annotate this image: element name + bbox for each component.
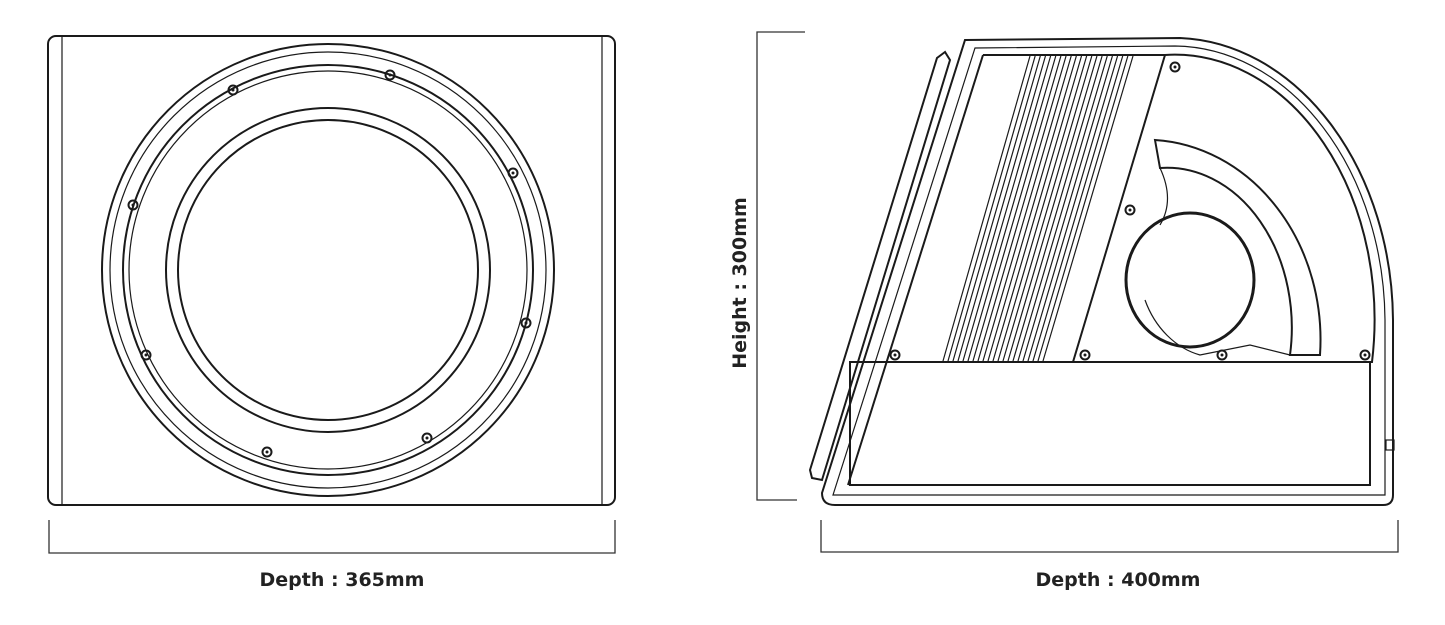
- side-depth-dimension-line: [820, 520, 1399, 553]
- speaker-cone: [177, 119, 479, 421]
- screw-center: [425, 436, 429, 440]
- heatsink-fin: [1007, 55, 1098, 362]
- height-label: Height : 300mm: [729, 197, 751, 369]
- screw-group: [889, 61, 1371, 361]
- side-view: [808, 36, 1395, 506]
- screw-center: [388, 73, 392, 77]
- screw-center: [893, 353, 897, 357]
- divider-line: [1072, 54, 1166, 363]
- screw-center: [131, 203, 135, 207]
- heatsink-fin: [1032, 55, 1124, 362]
- screw-icon: [384, 69, 396, 81]
- screw-center: [511, 171, 515, 175]
- heatsink-fin: [982, 55, 1072, 362]
- heatsink-fin: [962, 55, 1052, 362]
- heatsink-fin: [997, 55, 1088, 362]
- heatsink-fin: [967, 55, 1057, 362]
- screw-icon: [1124, 204, 1136, 216]
- heatsink-fin: [957, 55, 1047, 362]
- heatsink-fin: [942, 55, 1031, 362]
- screw-icon: [507, 167, 519, 179]
- screw-center: [265, 450, 269, 454]
- side-depth-label: Depth : 400mm: [1035, 569, 1201, 591]
- speaker-gasket-inner: [128, 70, 528, 470]
- height-dimension-line: [756, 31, 805, 501]
- front-depth-label: Depth : 365mm: [259, 569, 425, 591]
- screw-icon: [1359, 349, 1371, 361]
- terminal-tab: [1385, 439, 1395, 451]
- front-view: [47, 35, 616, 506]
- speaker-outer-ring: [101, 43, 555, 497]
- heatsink-fin: [1027, 55, 1119, 362]
- heatsink-fin: [977, 55, 1067, 362]
- heatsink-fin: [1012, 55, 1103, 362]
- screw-center: [1128, 208, 1132, 212]
- screw-icon: [1079, 349, 1091, 361]
- screw-icon: [140, 349, 152, 361]
- front-depth-dimension-line: [48, 520, 616, 554]
- port-opening: [1124, 211, 1256, 349]
- speaker-surround: [165, 107, 491, 433]
- upper-panel: [885, 53, 1376, 363]
- screw-center: [1173, 65, 1177, 69]
- screw-icon: [1169, 61, 1181, 73]
- front-box-outline: [47, 35, 616, 506]
- screw-icon: [1216, 349, 1228, 361]
- front-grille-edge: [808, 50, 952, 482]
- side-box-outline: [820, 36, 1394, 506]
- heatsink-fin: [1002, 55, 1093, 362]
- heatsink-fin: [972, 55, 1062, 362]
- heatsink-fin: [952, 55, 1041, 362]
- heatsink-fin: [947, 55, 1036, 362]
- heatsink-fin: [1042, 55, 1134, 362]
- heatsink-fin: [1022, 55, 1113, 362]
- screw-icon: [227, 84, 239, 96]
- screw-center: [524, 321, 528, 325]
- screw-icon: [889, 349, 901, 361]
- speaker-bezel: [109, 51, 547, 489]
- screw-icon: [261, 446, 273, 458]
- screw-center: [1363, 353, 1367, 357]
- heatsink-fin: [987, 55, 1077, 362]
- speaker-gasket: [122, 64, 534, 476]
- screw-center: [231, 88, 235, 92]
- lower-panel: [849, 361, 1371, 486]
- heatsink-fin: [992, 55, 1083, 362]
- side-box-inner-outline: [832, 45, 1386, 496]
- screw-icon: [421, 432, 433, 444]
- front-baffle-line: [847, 54, 984, 486]
- screw-center: [1083, 353, 1087, 357]
- heatsink-fin: [1017, 55, 1108, 362]
- screw-center: [144, 353, 148, 357]
- screw-icon: [520, 317, 532, 329]
- screw-icon: [127, 199, 139, 211]
- heatsink-fins: [942, 55, 1134, 362]
- screw-group: [127, 69, 532, 458]
- screw-center: [1220, 353, 1224, 357]
- heatsink-fin: [1037, 55, 1129, 362]
